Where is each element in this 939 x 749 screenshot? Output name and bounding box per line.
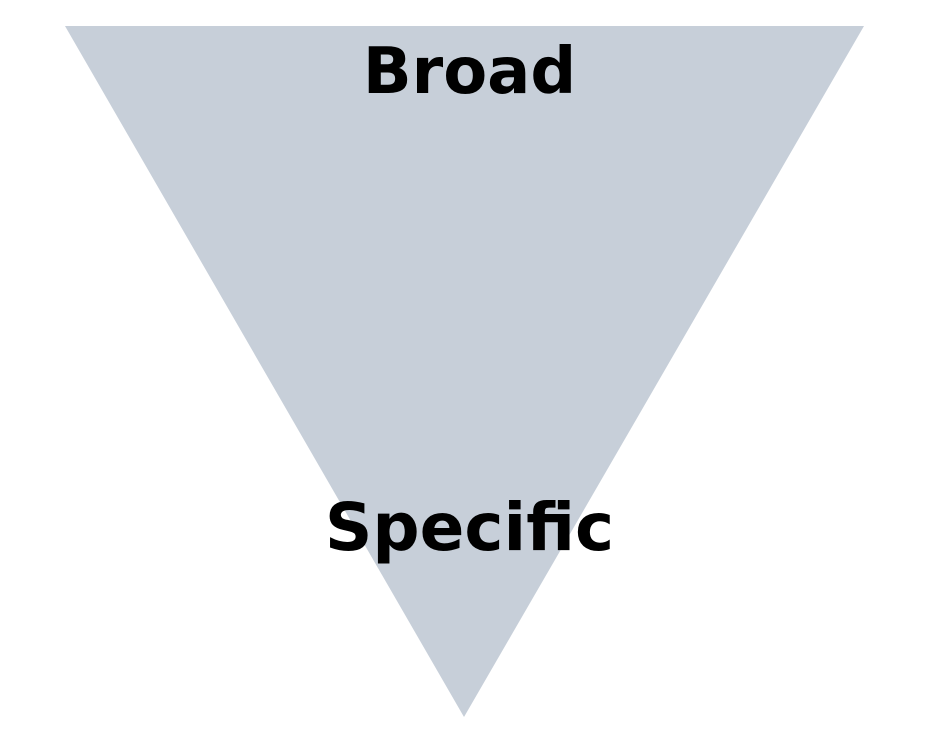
inverted-triangle-shape	[65, 26, 864, 717]
specific-label: Specific	[324, 489, 615, 566]
broad-label: Broad	[362, 35, 577, 109]
